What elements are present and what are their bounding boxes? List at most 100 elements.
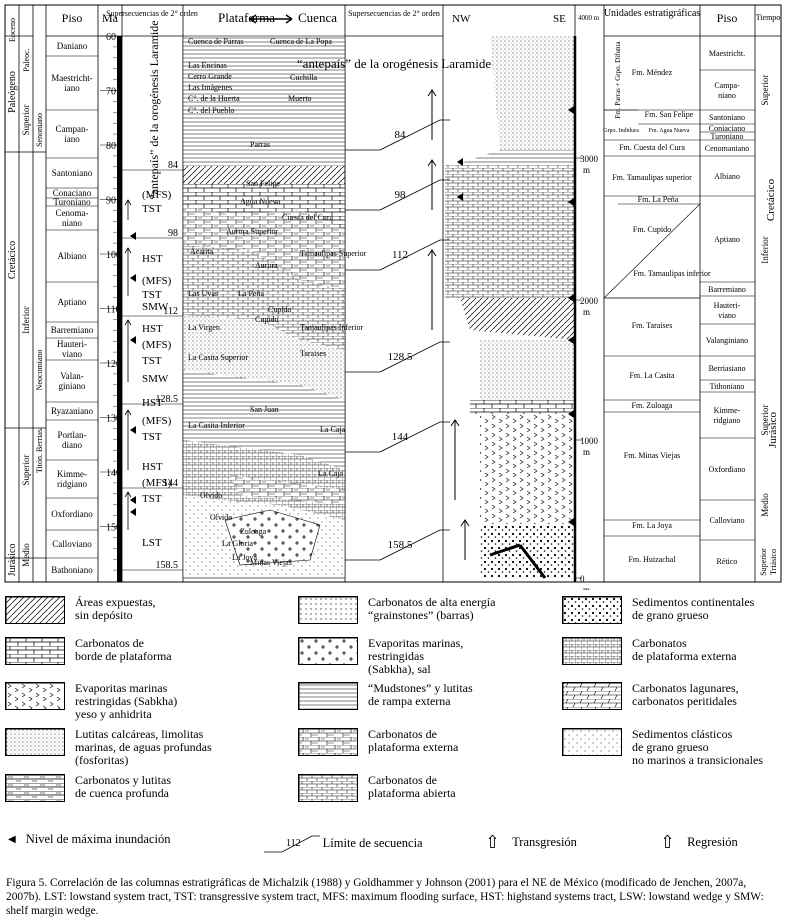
platform-formation-label: Muerto [288,94,312,103]
unit-label: Fm. Cupido [633,225,671,234]
header-piso: Piso [62,11,83,25]
stage-right-item: Coniaciano [709,124,745,133]
double-arrow-icon [249,14,293,24]
key-transgresion-label: Transgresión [512,835,577,849]
transgression-arrow-icon [450,419,460,500]
time-right-label: Superior [760,75,770,106]
stage-left-item: Hauteri-viano [57,339,87,359]
unit-label: Fm. Parras + Grpo. Difunta [614,41,622,119]
legend-item: Evaporitas marinas, restringidas (Sabkha… [298,637,463,676]
unit-label: Grpo. Indidura [603,128,639,134]
stage-right-item: Tithoniano [710,382,745,391]
legend-label: Carbonatos lagunares, carbonatos peritid… [632,681,739,708]
legend-item: Lutitas calcáreas, limolitas marinas, de… [5,728,212,767]
stage-left-item: Portlan-diano [58,430,87,450]
platform-formation-label: La Joya [232,553,258,562]
platform-formation-label: Parras [250,140,270,149]
transgression-arrow-icon [124,247,132,296]
depth-label: 1000 [580,436,599,446]
unit-label: Fm. Méndez [632,68,673,77]
stage-right-item: Calloviano [709,516,744,525]
systems-tract-label: TST [142,431,162,443]
legend-swatch-dashline [5,774,65,802]
unit-label: Fm. Huizachal [628,555,676,564]
platform-formation-label: Taraises [300,349,326,358]
header-supersecuencias: Supersecuencias de 2° orden [106,9,198,18]
platform-formation-label: Aurora Superior [226,227,279,236]
ma-tick-label: 60 [106,32,116,43]
stage-left-item: Campan-iano [56,124,89,144]
legend-label: Carbonatos de plataforma externa [632,636,737,663]
platform-formation-label: La Caja [320,425,346,434]
stage-right-item: Rético [717,557,738,566]
stage-left-item: Calloviano [52,539,92,549]
depth-unit: m [583,447,590,457]
time-right-label: Jurásico [767,411,779,448]
stage-right-item: Kimme-ridgiano [714,406,741,425]
legend-item: Carbonatos de plataforma externa [562,637,737,665]
systems-tract-label: TST [142,203,162,215]
figure-caption: Figura 5. Correlación de las columnas es… [6,877,764,917]
key-transgresion: ⇧Transgresión [485,832,577,853]
period-cretacico: Cretácico [7,241,18,279]
stage-left-item: Oxfordiano [51,509,93,519]
legend-swatch-hline [298,682,358,710]
boundary-age-left: 144 [163,478,178,489]
legend-swatch-smallbrick [298,774,358,802]
header-supersecuencias-text: Supersecuencias de 2° orden [106,9,198,18]
systems-tract-label: HST [142,461,163,473]
header-plataforma: Plataforma [218,10,275,25]
stage-left-item: Conaciano [53,188,92,198]
transgression-arrow-icon [124,319,132,382]
time-right-label: Cretácico [765,178,777,221]
stage-right-item: Berriasiano [709,364,746,373]
mfs-triangle-icon [568,336,574,344]
platform-formation-label: Cuenca de La Popa [270,37,332,46]
group-titon: Titón. Berrias. [35,427,44,473]
stage-left-item: Aptiano [58,297,87,307]
legend-label: Carbonatos y lutitas de cuenca profunda [75,773,171,800]
boundary-age-basin: 112 [392,249,408,261]
platform-formation-label: Cuesta del Cura [282,213,334,222]
key-mfs: ◀Nivel de máxima inundación [8,832,170,847]
legend-item: Sedimentos continentales de grano grueso [562,596,754,624]
platform-formation-label: Cerro Grande [188,72,232,81]
unit-label: Fm. San Felipe [645,110,694,119]
header-se: SE [553,13,566,25]
epoch-eoceno: Eoceno [8,18,17,42]
legend-item: Carbonatos de borde de plataforma [5,637,172,665]
boundary-age-basin: 84 [395,129,407,141]
stage-right-item: Barremiano [708,285,746,294]
transgression-arrow-icon [124,409,132,470]
platform-formation-label: C°. de la Huerta [188,94,240,103]
epoch-superior-cret: Superior [21,105,31,136]
header-nw: NW [452,13,471,25]
stage-left-item: Ryazaniano [51,406,94,416]
key-regresion-label: Regresión [687,835,738,849]
boundary-age-left: 98 [168,228,178,239]
time-right-label: Inferior [760,236,770,263]
platform-formation-label: Cuchilla [290,73,318,82]
boundary-age-left: 84 [168,160,178,171]
depth-label: 0 [580,574,585,584]
stage-right-item: Cenomaniano [705,144,749,153]
epoch-superior-jur: Superior [21,455,31,486]
stage-right-item: Hauteri-viano [714,301,741,320]
mfs-triangle-icon [457,193,463,201]
epoch-inferior-cret: Inferior [21,306,31,333]
unit-label: Fm. Cuesta del Cura [619,143,685,152]
legend-swatch-finedot [5,728,65,756]
boundary-age-basin: 158.5 [388,539,413,551]
boundary-age-left: 158.5 [156,560,179,571]
mfs-triangle-icon [130,508,136,516]
mfs-triangle-icon [457,158,463,166]
platform-formation-label: La Virgen [188,323,220,332]
transgression-arrow-icon [124,199,132,220]
mfs-triangle-icon [568,294,574,302]
stage-right-item: Santoniano [709,113,745,122]
legend-swatch-chevron [5,682,65,710]
platform-formation-label: San Juan [250,405,279,414]
